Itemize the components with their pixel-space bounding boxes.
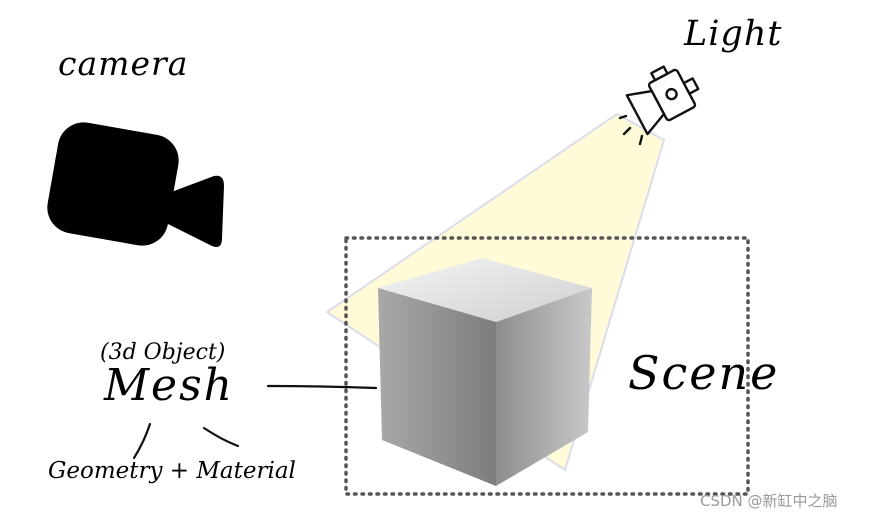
mesh-label: Mesh — [104, 360, 235, 411]
scene-boundary — [344, 236, 750, 496]
spotlight-icon — [618, 65, 700, 146]
light-label: Light — [684, 14, 783, 54]
mesh-to-geometry-line — [132, 422, 152, 460]
camera-label: camera — [58, 44, 189, 83]
mesh-to-material-line — [202, 426, 240, 448]
mesh-connectors — [132, 384, 378, 460]
video-camera-icon — [47, 122, 224, 247]
mesh-subtitle: (3d Object) — [100, 340, 226, 365]
cube-icon — [378, 258, 592, 486]
watermark: CSDN @新缸中之脑 — [700, 492, 838, 510]
mesh-to-cube-line — [266, 384, 378, 390]
scene-label: Scene — [628, 346, 780, 400]
geometry-material-label: Geometry + Material — [48, 458, 296, 484]
